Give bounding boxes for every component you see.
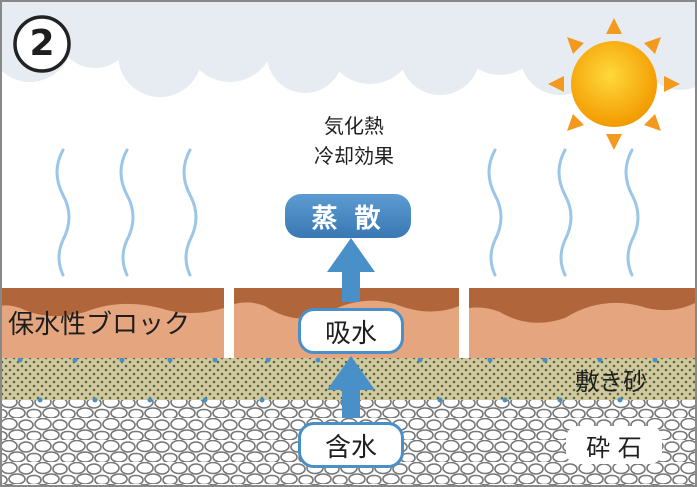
heat-waves [55, 148, 640, 277]
sun-icon [548, 18, 680, 150]
absorption-pill: 吸水 [298, 308, 404, 354]
step-badge [13, 15, 71, 73]
block-right [469, 288, 697, 358]
block-left [0, 288, 224, 358]
cooling-effect-label: 冷却効果 [314, 144, 394, 168]
cloud-layer [0, 0, 697, 97]
upward-arrows [327, 238, 375, 418]
bedding-sand-label: 敷き砂 [575, 367, 647, 396]
evaporation-pill: 蒸 散 [285, 194, 411, 238]
water-droplets [17, 357, 658, 403]
vaporization-heat-label: 気化熱 [324, 114, 384, 138]
step-number: 2 [29, 23, 55, 64]
crushed-stone-label: 砕 石 [566, 426, 662, 464]
water-retaining-block-label: 保水性ブロック [8, 310, 191, 340]
water-content-pill: 含水 [298, 422, 404, 468]
